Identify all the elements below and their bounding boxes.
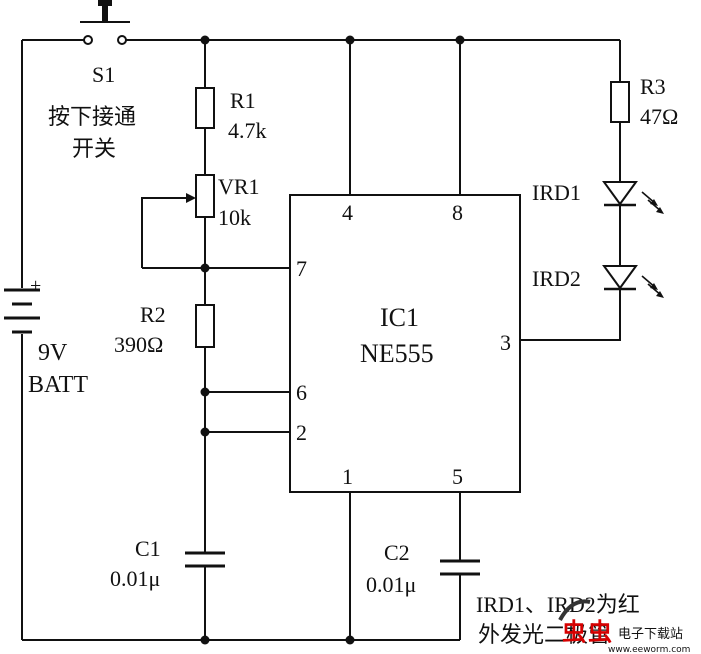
pin-1-label: 1 — [342, 464, 353, 489]
c2-value: 0.01μ — [366, 572, 416, 597]
led2-label: IRD2 — [532, 266, 581, 291]
led1-label: IRD1 — [532, 180, 581, 205]
pin-5-label: 5 — [452, 464, 463, 489]
watermark-url: www.eeworm.com — [608, 645, 690, 654]
r3-value: 47Ω — [640, 104, 678, 129]
r2-value: 390Ω — [114, 332, 163, 357]
vr1-name: VR1 — [218, 174, 260, 199]
pin-4-label: 4 — [342, 200, 353, 225]
switch-desc-line1: 按下接通 — [48, 105, 136, 130]
battery-plus: + — [30, 275, 41, 297]
resistor-r3 — [610, 81, 630, 123]
junction-dot — [200, 387, 210, 397]
c1-name: C1 — [135, 536, 161, 561]
r1-value: 4.7k — [228, 118, 267, 143]
vr1-value: 10k — [218, 205, 251, 230]
resistor-r1 — [195, 87, 215, 129]
svg-text:虫: 虫 — [562, 618, 586, 646]
potentiometer-vr1 — [195, 174, 215, 218]
note-line2: 外发光二极管 — [478, 623, 610, 648]
ic-name: IC1 — [380, 303, 419, 332]
capacitor-c1 — [185, 551, 225, 568]
vr1-wiper-arrow — [186, 193, 196, 203]
capacitor-c2 — [440, 559, 480, 576]
wire-pin3 — [520, 290, 621, 341]
c2-name: C2 — [384, 540, 410, 565]
pin-3-label: 3 — [500, 330, 511, 355]
r1-name: R1 — [230, 88, 256, 113]
junction-dot — [200, 427, 210, 437]
pin-2-label: 2 — [296, 420, 307, 445]
junction-dot — [200, 635, 210, 645]
switch-s1 — [80, 0, 130, 45]
led-ird1 — [602, 181, 664, 214]
ic-part: NE555 — [360, 339, 434, 368]
switch-label: S1 — [92, 62, 115, 87]
battery-label: BATT — [28, 372, 88, 398]
switch-desc-line2: 开关 — [72, 137, 116, 162]
battery-symbol — [4, 288, 40, 334]
pin-8-label: 8 — [452, 200, 463, 225]
led-ird2 — [602, 265, 664, 298]
resistor-r2 — [195, 304, 215, 348]
pin-7-label: 7 — [296, 256, 307, 281]
watermark-text: 电子下载站 — [618, 627, 683, 642]
ic-ne555 — [289, 194, 521, 493]
note-line1: IRD1、IRD2为红 — [476, 592, 640, 617]
pin-6-label: 6 — [296, 380, 307, 405]
c1-value: 0.01μ — [110, 566, 160, 591]
r2-name: R2 — [140, 302, 166, 327]
watermark-logo: 虫 虫 — [558, 599, 612, 646]
junction-dot — [200, 35, 210, 45]
junction-dot — [200, 263, 210, 273]
battery-voltage: 9V — [38, 340, 68, 366]
svg-text:虫: 虫 — [588, 618, 612, 646]
r3-name: R3 — [640, 74, 666, 99]
vr1-wiper-wire — [141, 197, 190, 268]
